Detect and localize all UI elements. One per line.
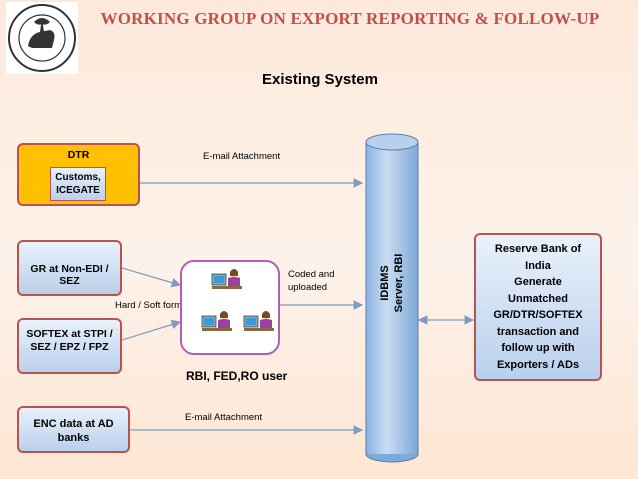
rbi-box-line: Generate <box>514 276 562 288</box>
coded-uploaded-label: Coded and uploaded <box>288 269 335 293</box>
users-box <box>180 260 280 355</box>
idbms-server-cylinder <box>365 133 419 463</box>
email-attachment-label-top: E-mail Attachment <box>203 151 281 162</box>
hard-soft-form-label: Hard / Soft form <box>115 300 183 311</box>
rbi-box-line: Unmatched <box>508 292 568 305</box>
rbi-logo <box>6 2 78 74</box>
softex-to-users-arrow <box>121 319 182 341</box>
rbi-box-line: India <box>525 259 551 272</box>
page-title: WORKING GROUP ON EXPORT REPORTING & FOLL… <box>100 9 600 28</box>
email-attachment-label-bottom: E-mail Attachment <box>185 412 263 423</box>
rbi-generate-box: Reserve Bank of India Generate Unmatched… <box>474 233 602 381</box>
rbi-box-line: follow up with <box>501 342 575 354</box>
diagram-subtitle: Existing System <box>262 71 378 88</box>
computer-users-icon <box>201 269 274 331</box>
server-label-line2: Server, RBI <box>393 253 405 313</box>
dtr-label: DTR <box>67 149 90 161</box>
server-label-line1: IDBMS <box>379 265 391 301</box>
rbi-box-line: GR/DTR/SOFTEX <box>493 309 583 321</box>
rbi-box-line: Exporters / ADs <box>496 358 580 371</box>
rbi-box-line: Reserve Bank of <box>494 243 582 255</box>
users-label: RBI, FED,RO user <box>186 369 288 383</box>
rbi-box-line: transaction and <box>497 325 579 338</box>
enc-data-box: ENC data at AD banks <box>17 406 130 453</box>
gr-to-users-arrow <box>121 267 182 288</box>
customs-icegate-box: Customs, ICEGATE <box>50 167 106 201</box>
rbi-logo-icon <box>6 2 78 74</box>
gr-non-edi-box: GR at Non-EDI / SEZ <box>17 240 122 296</box>
softex-box: SOFTEX at STPI / SEZ / EPZ / FPZ <box>17 318 122 374</box>
dtr-box: DTR Customs, ICEGATE <box>17 143 140 206</box>
